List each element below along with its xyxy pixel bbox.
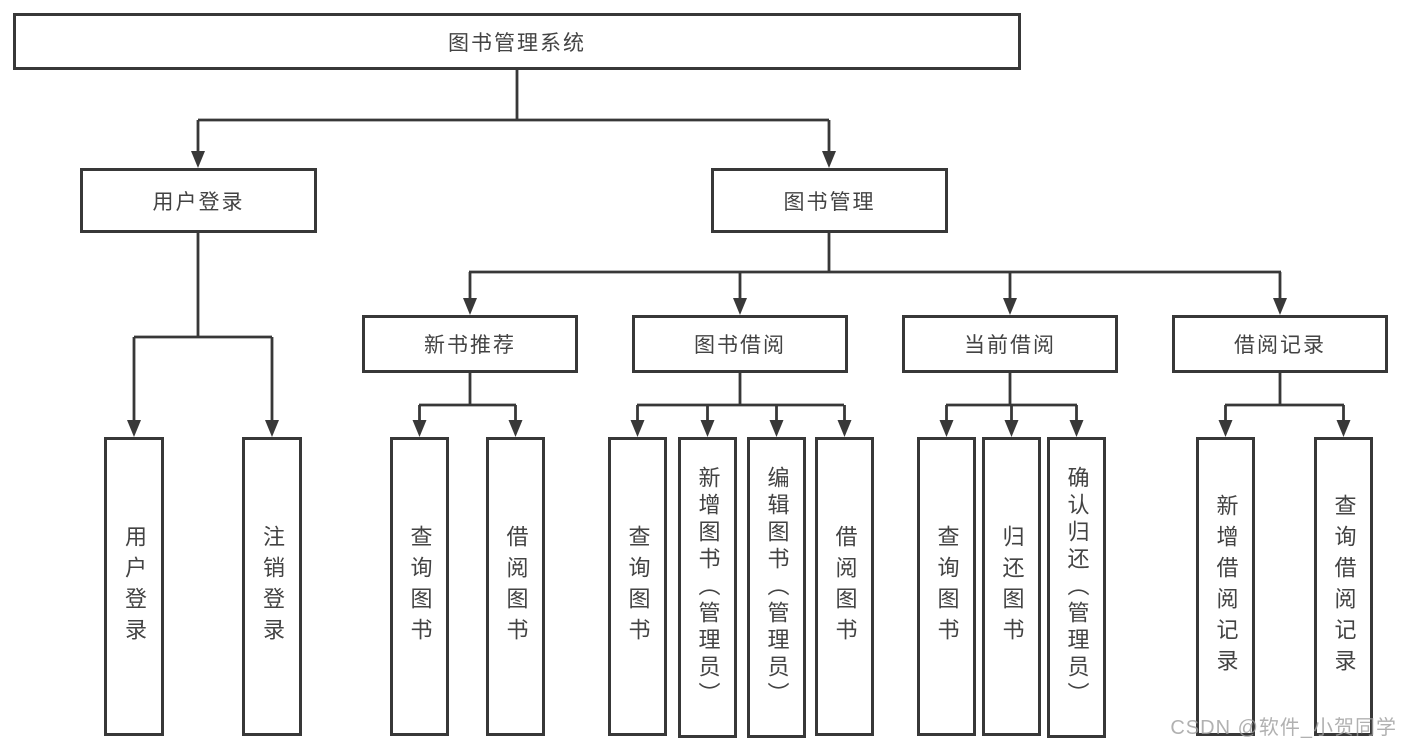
leaf-label: 归还图书 (999, 524, 1025, 649)
leaf-label: 借阅图书 (503, 524, 529, 649)
node-label: 图书借阅 (694, 334, 786, 357)
leaf-label: 借阅图书 (832, 524, 858, 649)
leaf-query-borrow-record: 查询借阅记录 (1314, 437, 1373, 736)
leaf-query-books-borrowing: 查询图书 (608, 437, 667, 736)
arrowhead-icons (127, 151, 1351, 437)
leaf-borrow-books-borrowing: 借阅图书 (815, 437, 874, 736)
leaf-confirm-return-admin: 确认归还（管理员） (1047, 437, 1106, 738)
leaf-label: 查询图书 (407, 524, 433, 649)
leaf-query-books-recommend: 查询图书 (390, 437, 449, 736)
node-label: 新书推荐 (424, 334, 516, 357)
leaf-query-books-current: 查询图书 (917, 437, 976, 736)
leaf-label: 新增借阅记录 (1213, 493, 1239, 680)
node-current-borrowing: 当前借阅 (902, 315, 1118, 373)
watermark-text: CSDN @软件_小贺同学 (1170, 717, 1397, 739)
leaf-label: 注销登录 (260, 524, 285, 649)
leaf-label: 编辑图书（管理员） (764, 466, 790, 709)
leaf-label: 确认归还（管理员） (1064, 466, 1090, 709)
leaf-add-books-admin: 新增图书（管理员） (678, 437, 737, 738)
node-label: 图书管理 (783, 190, 876, 214)
node-user-login: 用户登录 (80, 168, 317, 233)
leaf-label: 用户登录 (122, 524, 147, 649)
leaf-edit-books-admin: 编辑图书（管理员） (747, 437, 806, 738)
leaf-label: 查询借阅记录 (1331, 493, 1357, 680)
leaf-user-login: 用户登录 (104, 437, 164, 736)
leaf-label: 新增图书（管理员） (695, 466, 721, 709)
leaf-return-books: 归还图书 (982, 437, 1041, 736)
node-label: 借阅记录 (1234, 334, 1326, 357)
leaf-add-borrow-record: 新增借阅记录 (1196, 437, 1255, 736)
node-borrowing-records: 借阅记录 (1172, 315, 1388, 373)
leaf-label: 查询图书 (625, 524, 651, 649)
node-book-management: 图书管理 (711, 168, 948, 233)
leaf-logout: 注销登录 (242, 437, 302, 736)
node-library-management-system: 图书管理系统 (13, 13, 1021, 70)
node-label: 图书管理系统 (448, 31, 586, 55)
node-label: 用户登录 (152, 190, 245, 214)
node-label: 当前借阅 (964, 334, 1056, 357)
node-book-borrowing: 图书借阅 (632, 315, 848, 373)
leaf-borrow-books-recommend: 借阅图书 (486, 437, 545, 736)
node-new-book-recommendation: 新书推荐 (362, 315, 578, 373)
leaf-label: 查询图书 (934, 524, 960, 649)
